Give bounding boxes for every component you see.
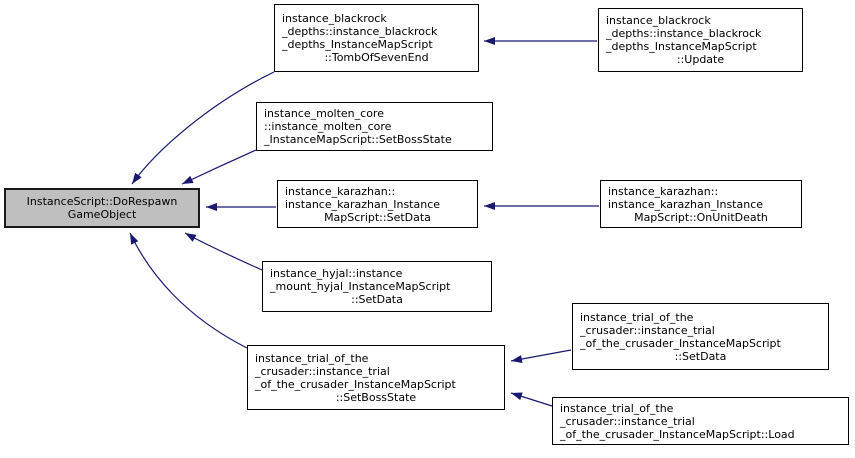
node-label-line: _depths::instance_blackrock [606,27,762,40]
node-label-line: _of_the_crusader_InstanceMapScript [255,377,456,391]
node-label-line: instance_molten_core [264,107,384,120]
node-label-line: ::Update [676,53,725,66]
node-label-line: _crusader::instance_trial [560,414,695,428]
node-label-line: _of_the_crusader_InstanceMapScript::Load [560,427,795,441]
edge-molten-core-to-do-respawn [181,149,257,185]
node-label-line: GameObject [67,208,137,221]
node-label-line: instance_trial_of_the [580,310,694,324]
node-label-line: instance_trial_of_the [560,401,674,415]
node-label-line: _depths_InstanceMapScript [606,40,757,53]
node-label-line: ::TombOfSevenEnd [324,51,429,64]
edge-trial-load-to-set-boss-state [510,392,553,407]
node-label-line: _mount_hyjal_InstanceMapScript [270,280,451,293]
node-label-line: InstanceScript::DoRespawn [26,195,178,208]
edge-tomb-of-seven-end-to-do-respawn [131,71,275,185]
node-hyjal-set-data[interactable]: instance_hyjal::instance _mount_hyjal_In… [262,261,492,312]
node-label-line: _of_the_crusader_InstanceMapScript [580,336,781,350]
node-trial-set-boss-state[interactable]: instance_trial_of_the _crusader::instanc… [247,345,505,410]
node-molten-core-set-boss-state[interactable]: instance_molten_core ::instance_molten_c… [256,102,493,151]
edge-trial-set-boss-state-to-do-respawn [129,232,248,349]
node-label-line: _crusader::instance_trial [580,323,715,337]
node-blackrock-update[interactable]: instance_blackrock _depths::instance_bla… [598,8,803,72]
node-label-line: instance_karazhan:: [285,184,396,198]
node-label-line: instance_hyjal::instance [270,267,403,280]
node-label-line: ::instance_molten_core [264,120,392,133]
node-do-respawn-game-object: InstanceScript::DoRespawn GameObject [4,188,200,228]
node-trial-set-data[interactable]: instance_trial_of_the _crusader::instanc… [572,303,829,370]
node-label-line: instance_karazhan_Instance [608,197,764,211]
node-trial-load[interactable]: instance_trial_of_the _crusader::instanc… [552,397,849,445]
node-label-line: instance_karazhan_Instance [285,197,441,211]
edge-hyjal-set-data-to-do-respawn [184,232,263,271]
node-label-line: ::SetBossState [335,390,417,404]
node-label-line: _depths::instance_blackrock [282,25,438,38]
node-label-line: instance_karazhan:: [608,184,719,198]
node-blackrock-tomb-of-seven-end[interactable]: instance_blackrock _depths::instance_bla… [274,4,479,72]
node-label-line: MapScript::OnUnitDeath [634,210,768,224]
node-label-line: instance_blackrock [282,12,387,25]
node-label-line: _depths_InstanceMapScript [282,38,433,51]
node-label-line: _crusader::instance_trial [255,364,390,378]
node-karazhan-on-unit-death[interactable]: instance_karazhan:: instance_karazhan_In… [600,180,802,228]
node-label-line: ::SetData [674,349,727,363]
node-karazhan-set-data[interactable]: instance_karazhan:: instance_karazhan_In… [277,180,478,228]
node-label-line: MapScript::SetData [324,210,431,224]
edge-trial-set-data-to-set-boss-state [510,349,572,363]
node-label-line: instance_trial_of_the [255,351,369,365]
node-label-line: _InstanceMapScript::SetBossState [264,133,452,146]
node-label-line: instance_blackrock [606,14,711,27]
node-label-line: ::SetData [351,293,403,306]
